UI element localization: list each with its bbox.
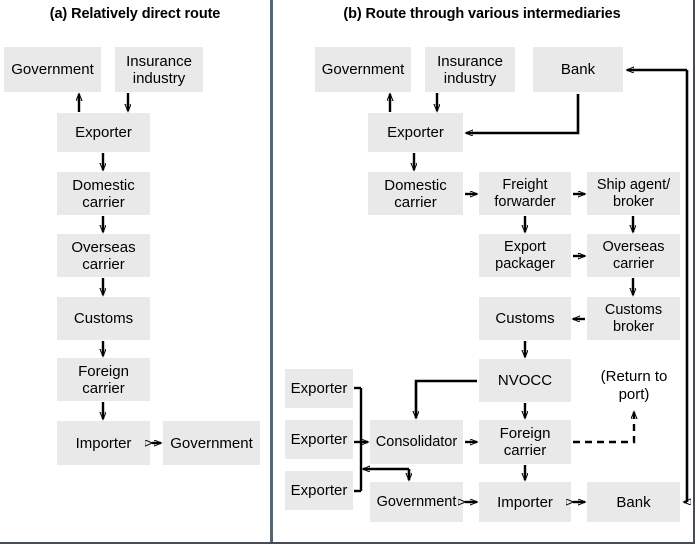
node-a-domestic-carrier[interactable]: Domestic carrier [57, 172, 150, 215]
node-a-importer[interactable]: Importer [57, 421, 150, 465]
panel-divider [270, 0, 273, 542]
node-b-importer[interactable]: Importer [479, 482, 571, 522]
node-a-customs[interactable]: Customs [57, 297, 150, 340]
node-b-exporter-1[interactable]: Exporter [285, 369, 353, 408]
node-b-government-bottom[interactable]: Government [370, 482, 463, 522]
annotation-return-to-port: (Return to port) [600, 368, 668, 403]
node-b-foreign-carrier[interactable]: Foreign carrier [479, 420, 571, 464]
node-a-government-bottom[interactable]: Government [163, 421, 260, 465]
node-b-customs-broker[interactable]: Customs broker [587, 297, 680, 340]
node-b-exporter-3[interactable]: Exporter [285, 471, 353, 510]
node-b-customs[interactable]: Customs [479, 297, 571, 340]
node-b-ship-agent-broker[interactable]: Ship agent/ broker [587, 172, 680, 215]
node-a-insurance-industry[interactable]: Insurance industry [115, 47, 203, 92]
edge-b-foreign-to-returnport-dashed [573, 412, 634, 444]
node-b-government-top[interactable]: Government [315, 47, 411, 92]
node-a-exporter[interactable]: Exporter [57, 113, 150, 152]
node-a-overseas-carrier[interactable]: Overseas carrier [57, 234, 150, 277]
node-a-government-top[interactable]: Government [4, 47, 101, 92]
node-b-bank-top[interactable]: Bank [533, 47, 623, 92]
node-b-insurance-industry[interactable]: Insurance industry [425, 47, 515, 92]
node-a-foreign-carrier[interactable]: Foreign carrier [57, 358, 150, 401]
edge-b-nvocc-to-consolidator [416, 379, 477, 418]
edge-b-bank-to-exporter [466, 94, 580, 133]
node-b-export-packager[interactable]: Export packager [479, 234, 571, 277]
node-b-exporter-2[interactable]: Exporter [285, 420, 353, 459]
panel-b-title: (b) Route through various intermediaries [343, 6, 621, 22]
node-b-consolidator[interactable]: Consolidator [370, 420, 463, 464]
node-b-freight-forwarder[interactable]: Freight forwarder [479, 172, 571, 215]
node-b-bank-bottom[interactable]: Bank [587, 482, 680, 522]
node-b-domestic-carrier[interactable]: Domestic carrier [368, 172, 463, 215]
panel-a-title: (a) Relatively direct route [49, 6, 221, 22]
node-b-exporter[interactable]: Exporter [368, 113, 463, 152]
node-b-nvocc[interactable]: NVOCC [479, 359, 571, 402]
node-b-overseas-carrier[interactable]: Overseas carrier [587, 234, 680, 277]
